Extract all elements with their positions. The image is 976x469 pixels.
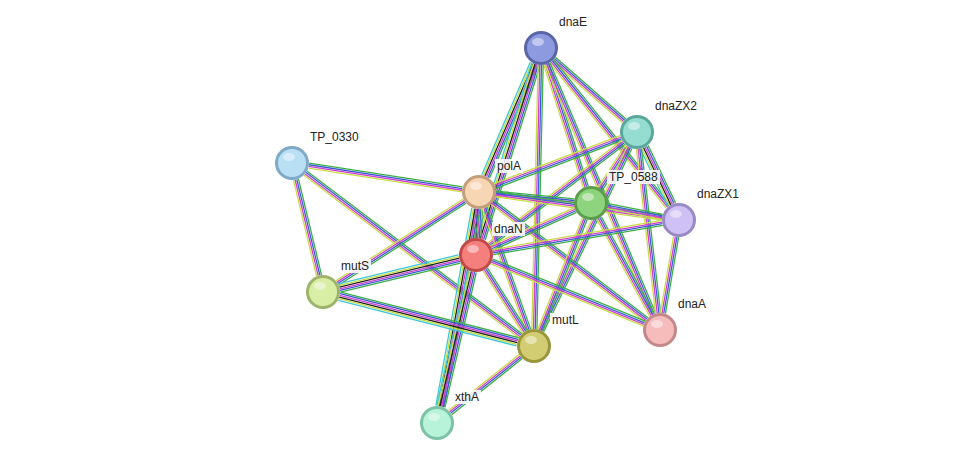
evidence-line	[450, 356, 520, 412]
evidence-line	[438, 271, 469, 406]
evidence-line	[309, 163, 462, 187]
interaction-edge	[437, 271, 477, 408]
evidence-line	[538, 218, 582, 329]
evidence-line	[482, 64, 537, 239]
evidence-line	[607, 209, 662, 220]
evidence-line	[339, 299, 517, 345]
evidence-line	[339, 255, 459, 284]
interaction-edge	[491, 200, 648, 321]
evidence-line	[340, 295, 518, 341]
interaction-edge	[449, 355, 523, 415]
interaction-edge	[293, 179, 321, 276]
evidence-line	[443, 272, 474, 407]
node-label: xthA	[453, 390, 481, 404]
node-label: dnaE	[557, 15, 589, 29]
evidence-line	[339, 203, 466, 285]
evidence-line	[449, 355, 519, 411]
evidence-line	[297, 179, 320, 275]
evidence-line	[660, 236, 673, 312]
evidence-line	[309, 166, 462, 190]
evidence-line	[451, 357, 521, 413]
evidence-line	[493, 222, 662, 251]
evidence-line	[483, 271, 523, 333]
evidence-line	[483, 63, 532, 176]
evidence-line	[489, 142, 623, 244]
evidence-line	[486, 269, 526, 331]
node-highlight	[470, 182, 482, 190]
interaction-edge	[339, 255, 461, 292]
evidence-line	[309, 165, 462, 189]
protein-node: TP_0588	[574, 186, 608, 220]
node-highlight	[651, 320, 663, 328]
evidence-line	[338, 202, 465, 284]
node-label: dnaA	[676, 297, 708, 311]
node-highlight	[428, 413, 440, 421]
evidence-line	[487, 268, 527, 330]
protein-node: polA	[462, 175, 496, 209]
node-label: polA	[495, 159, 523, 173]
evidence-line	[493, 259, 646, 321]
evidence-line	[339, 257, 459, 286]
evidence-line	[608, 207, 663, 218]
protein-node: dnaZX1	[662, 203, 696, 237]
interaction-edge	[492, 220, 662, 254]
node-highlight	[628, 122, 640, 130]
evidence-line	[440, 271, 471, 406]
protein-node: dnaN	[459, 238, 493, 272]
node-highlight	[314, 282, 326, 290]
evidence-line	[338, 300, 516, 346]
node-highlight	[532, 38, 544, 46]
node-highlight	[525, 336, 537, 344]
evidence-line	[484, 270, 524, 332]
protein-node: xthA	[420, 406, 454, 440]
node-highlight	[283, 153, 295, 161]
evidence-line	[293, 180, 316, 276]
protein-node: mutL	[517, 329, 551, 363]
evidence-line	[662, 237, 675, 313]
evidence-line	[496, 140, 622, 188]
protein-node: mutS	[306, 275, 340, 309]
evidence-line	[340, 294, 518, 340]
protein-node: dnaA	[643, 313, 677, 347]
evidence-line	[340, 260, 460, 289]
evidence-line	[452, 359, 522, 415]
interaction-edge	[607, 204, 663, 220]
evidence-line	[437, 271, 468, 406]
node-label: mutL	[550, 313, 581, 327]
node-highlight	[467, 245, 479, 253]
node-label: TP_0588	[607, 170, 660, 184]
node-label: mutS	[339, 259, 371, 273]
evidence-line	[664, 237, 677, 313]
node-label: TP_0330	[308, 130, 361, 144]
evidence-line	[337, 200, 464, 282]
evidence-line	[295, 180, 318, 276]
protein-node: dnaE	[524, 31, 558, 65]
evidence-line	[442, 272, 473, 407]
protein-node: TP_0330	[275, 146, 309, 180]
evidence-line	[307, 171, 522, 333]
evidence-line	[445, 273, 476, 408]
evidence-line	[339, 297, 517, 343]
node-label: dnaZX2	[653, 99, 699, 113]
evidence-line	[493, 202, 647, 319]
interaction-edge	[308, 163, 462, 192]
evidence-line	[341, 292, 519, 338]
node-highlight	[670, 210, 682, 218]
protein-node: dnaZX2	[620, 115, 654, 149]
evidence-line	[298, 179, 321, 275]
evidence-line	[495, 137, 621, 185]
node-label: dnaN	[492, 222, 525, 236]
node-label: dnaZX1	[695, 187, 741, 201]
evidence-line	[308, 168, 461, 192]
evidence-line	[339, 258, 459, 287]
evidence-line	[492, 220, 661, 249]
node-highlight	[582, 193, 594, 201]
evidence-line	[481, 209, 482, 238]
interaction-edge	[338, 292, 518, 346]
interaction-edge	[483, 268, 527, 333]
